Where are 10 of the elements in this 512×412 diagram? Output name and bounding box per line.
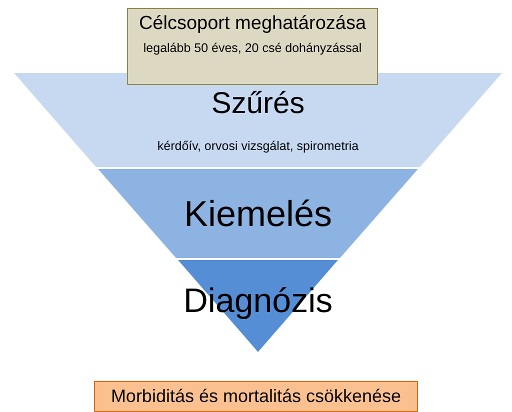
band-title: Kiemelés	[184, 193, 332, 235]
outcome-label: Morbiditás és mortalitás csökkenése	[110, 386, 402, 407]
box-heading: Célcsoport meghatározása	[138, 13, 366, 35]
funnel-band	[98, 169, 418, 258]
outcome-box	[94, 381, 418, 412]
band-subtext: kérdőív, orvosi vizsgálat, spirometria	[157, 139, 359, 153]
target-group-box	[127, 8, 378, 85]
band-title: Szűrés	[211, 87, 305, 121]
funnel-band	[14, 73, 502, 167]
box-subtext: legalább 50 éves, 20 csé dohányzással	[143, 41, 362, 55]
